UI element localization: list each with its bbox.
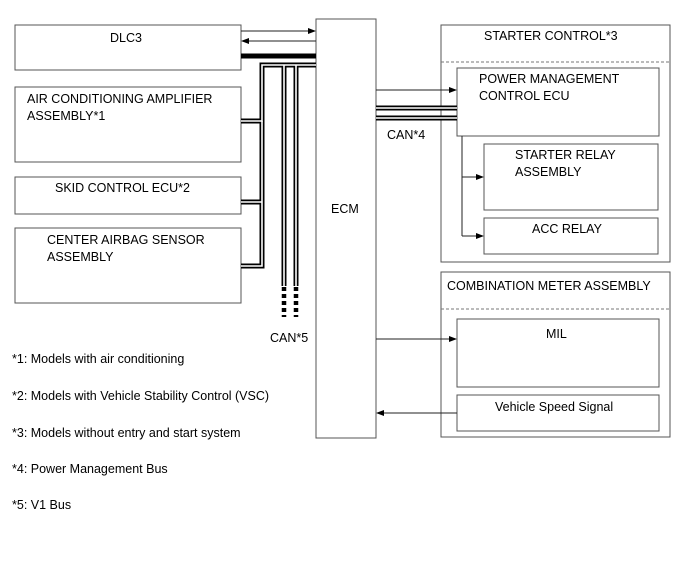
- airbag-sensor-label-line2: ASSEMBLY: [47, 250, 114, 264]
- power-management-ecu-label-line1: POWER MANAGEMENT: [479, 72, 620, 86]
- skid-control-box: [14, 176, 242, 215]
- pm-ecu-to-acc-relay-arrowhead: [476, 233, 484, 239]
- ecm-box: [315, 18, 377, 439]
- skid-control-label: SKID CONTROL ECU*2: [55, 181, 190, 195]
- dlc3-label: DLC3: [110, 31, 142, 45]
- ac-amplifier-label-line1: AIR CONDITIONING AMPLIFIER: [27, 92, 212, 106]
- ac-amplifier-box: [14, 86, 242, 163]
- starter-relay-box: [483, 143, 659, 211]
- footnote-1: *1: Models with air conditioning: [12, 352, 184, 366]
- dlc3-to-ecm-arrowhead: [308, 28, 316, 34]
- power-management-ecu-box: [456, 67, 660, 137]
- acc-relay-box: [483, 217, 659, 255]
- ecm-to-dlc3-arrowhead: [241, 38, 249, 44]
- airbag-sensor-label-line1: CENTER AIRBAG SENSOR: [47, 233, 205, 247]
- ecm-label: ECM: [331, 202, 359, 216]
- combination-meter-label: COMBINATION METER ASSEMBLY: [447, 279, 651, 293]
- can-v1-bus: [241, 53, 316, 317]
- ac-amplifier-label-line2: ASSEMBLY*1: [27, 109, 105, 123]
- power-management-bus: [376, 105, 457, 121]
- pm-ecu-to-starter-relay-arrowhead: [476, 174, 484, 180]
- footnote-2: *2: Models with Vehicle Stability Contro…: [12, 389, 269, 403]
- dlc3-box: [14, 24, 242, 71]
- mil-label: MIL: [546, 327, 567, 341]
- can4-label: CAN*4: [387, 128, 425, 142]
- airbag-sensor-box: [14, 227, 242, 304]
- speed-to-ecm-arrowhead: [376, 410, 384, 416]
- acc-relay-label: ACC RELAY: [532, 222, 603, 236]
- vehicle-speed-signal-label: Vehicle Speed Signal: [495, 400, 613, 414]
- can5-label: CAN*5: [270, 331, 308, 345]
- starter-relay-label-line1: STARTER RELAY: [515, 148, 616, 162]
- vehicle-speed-signal-box: [456, 394, 660, 432]
- ecm-to-pm-ecu-arrowhead: [449, 87, 457, 93]
- footnote-5: *5: V1 Bus: [12, 498, 71, 512]
- starter-relay-label-line2: ASSEMBLY: [515, 165, 582, 179]
- mil-box: [456, 318, 660, 388]
- starter-control-label: STARTER CONTROL*3: [484, 29, 618, 43]
- ecm-to-mil-arrowhead: [449, 336, 457, 342]
- footnote-4: *4: Power Management Bus: [12, 462, 168, 476]
- power-management-ecu-label-line2: CONTROL ECU: [479, 89, 570, 103]
- footnote-3: *3: Models without entry and start syste…: [12, 426, 241, 440]
